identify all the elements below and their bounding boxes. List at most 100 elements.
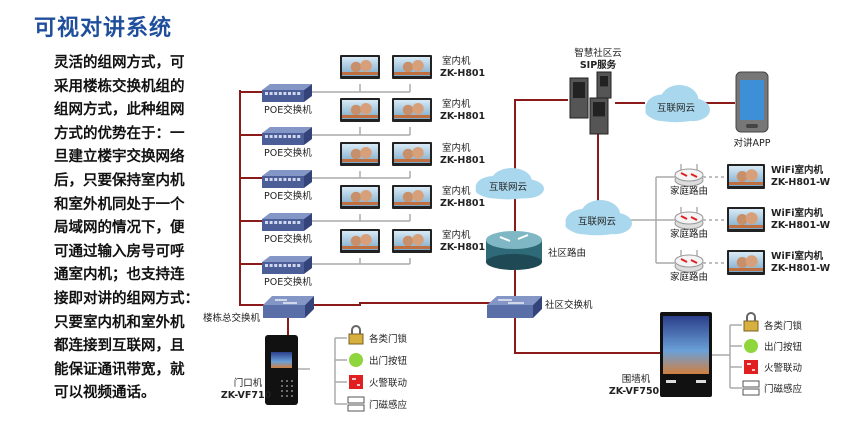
link-line (514, 99, 568, 300)
indoor-unit-label: 室内机 (442, 55, 471, 67)
indoor-monitor-icon (392, 55, 432, 79)
indoor-unit-model: ZK-H801 (440, 68, 485, 79)
wall-unit-name: 围墙机 (622, 373, 651, 385)
poe-switch-icon (262, 256, 312, 274)
wifi-indoor-unit-label: WiFi室内机 (771, 207, 823, 219)
wifi-indoor-unit-label: WiFi室内机 (771, 250, 823, 262)
indoor-unit-model: ZK-H801 (440, 155, 485, 166)
indoor-monitor-icon (727, 250, 765, 275)
door-station-icon (265, 335, 298, 405)
internet-cloud-icon (565, 200, 632, 236)
door-sensor-icon (347, 396, 365, 412)
door-sensor-icon (742, 380, 760, 396)
internet-cloud-icon (645, 85, 710, 123)
indoor-monitor-icon (392, 229, 432, 253)
home-router-icon (674, 207, 704, 230)
description-line: 后，只要保持室内机 (54, 172, 185, 189)
community-router-label: 社区路由 (548, 247, 586, 259)
fire-alarm-icon (744, 360, 758, 374)
accessory-label-2: 火警联动 (369, 377, 407, 389)
link-line (312, 302, 490, 306)
accessory-label-2: 火警联动 (764, 362, 802, 374)
link-line (239, 90, 265, 306)
poe-switch-icon (262, 127, 312, 145)
description-line: 采用楼栋交换机组的 (54, 78, 185, 95)
accessory-label-0: 各类门锁 (369, 333, 408, 345)
indoor-monitor-icon (340, 185, 380, 209)
home-router-label: 家庭路由 (670, 271, 708, 283)
indoor-unit-label: 室内机 (442, 142, 471, 154)
poe-switch-label: POE交换机 (264, 190, 312, 202)
community-switch-icon (487, 296, 542, 318)
exit-button-icon (349, 353, 363, 367)
description-line: 接即对讲的组网方式： (54, 290, 199, 307)
indoor-monitor-icon (727, 164, 765, 189)
description-line: 灵活的组网方式，可 (54, 55, 185, 71)
cloud-label: 互联网云 (489, 182, 527, 193)
fire-alarm-icon (349, 375, 363, 389)
door-station-name: 门口机 (234, 377, 263, 389)
indoor-monitor-icon (392, 142, 432, 166)
description-line: 可通过输入房号可呼 (54, 243, 185, 260)
cloud-label: 互联网云 (578, 216, 616, 227)
poe-switch-icon (262, 84, 312, 102)
indoor-monitor-icon (340, 142, 380, 166)
wall-unit-icon (660, 312, 712, 397)
description-line: 可以视频通话。 (54, 385, 156, 402)
indoor-unit-model: ZK-H801 (440, 242, 485, 253)
indoor-monitor-icon (340, 55, 380, 79)
poe-switch-label: POE交换机 (264, 276, 312, 288)
app-label: 对讲APP (734, 137, 771, 149)
nodes: POE交换机室内机ZK-H801POE交换机室内机ZK-H801POE交换机室内… (203, 47, 831, 412)
building-switch-icon (263, 296, 314, 318)
indoor-monitor-icon (392, 185, 432, 209)
poe-switch-icon (262, 170, 312, 188)
exit-button-icon (744, 339, 758, 353)
indoor-monitor-icon (392, 98, 432, 122)
description-line: 只要室内机和室外机 (54, 314, 185, 331)
poe-switch-label: POE交换机 (264, 233, 312, 245)
accessory-label-3: 门磁感应 (369, 399, 408, 411)
wifi-indoor-unit-model: ZK-H801-W (771, 220, 831, 231)
accessory-label-3: 门磁感应 (764, 383, 803, 395)
link-line (514, 318, 662, 354)
community-router-icon (486, 231, 542, 270)
indoor-monitor-icon (727, 207, 765, 232)
indoor-unit-model: ZK-H801 (440, 198, 485, 209)
description-line: 局域网的情况下，便 (54, 220, 185, 237)
description-line: 通室内机；也支持连 (54, 267, 185, 284)
page-title: 可视对讲系统 (34, 16, 173, 41)
description-line: 旦建立楼宇交换网络 (54, 149, 185, 166)
cloud-label: 互联网云 (657, 103, 695, 114)
home-router-icon (674, 164, 704, 187)
building-switch-label: 楼栋总交换机 (203, 312, 261, 324)
internet-cloud-icon (475, 168, 544, 200)
community-switch-label: 社区交换机 (545, 299, 593, 311)
accessory-label-1: 出门按钮 (369, 355, 408, 367)
description-line: 和室外机同处于一个 (54, 196, 185, 213)
lock-icon (348, 325, 364, 345)
lock-icon (743, 312, 759, 332)
indoor-unit-label: 室内机 (442, 98, 471, 110)
poe-switch-label: POE交换机 (264, 147, 312, 159)
accessory-label-0: 各类门锁 (764, 320, 803, 332)
wifi-indoor-unit-model: ZK-H801-W (771, 263, 831, 274)
wifi-indoor-unit-label: WiFi室内机 (771, 164, 823, 176)
indoor-unit-label: 室内机 (442, 185, 471, 197)
description-line: 组网方式，此种组网 (54, 102, 185, 119)
description-line: 都连接到互联网，且 (54, 338, 185, 355)
indoor-unit-label: 室内机 (442, 229, 471, 241)
home-router-label: 家庭路由 (670, 228, 708, 240)
poe-switch-icon (262, 213, 312, 231)
description-text: 灵活的组网方式，可采用楼栋交换机组的组网方式，此种组网方式的优势在于：一旦建立楼… (54, 52, 214, 406)
door-station-model: ZK-VF710 (221, 390, 272, 401)
home-router-label: 家庭路由 (670, 185, 708, 197)
description-line: 方式的优势在于：一 (54, 125, 185, 142)
sip-server-icon (569, 71, 612, 135)
indoor-monitor-icon (340, 98, 380, 122)
links (239, 84, 742, 405)
accessory-label-1: 出门按钮 (764, 341, 803, 353)
sip-server-label-2: SIP服务 (580, 59, 617, 71)
